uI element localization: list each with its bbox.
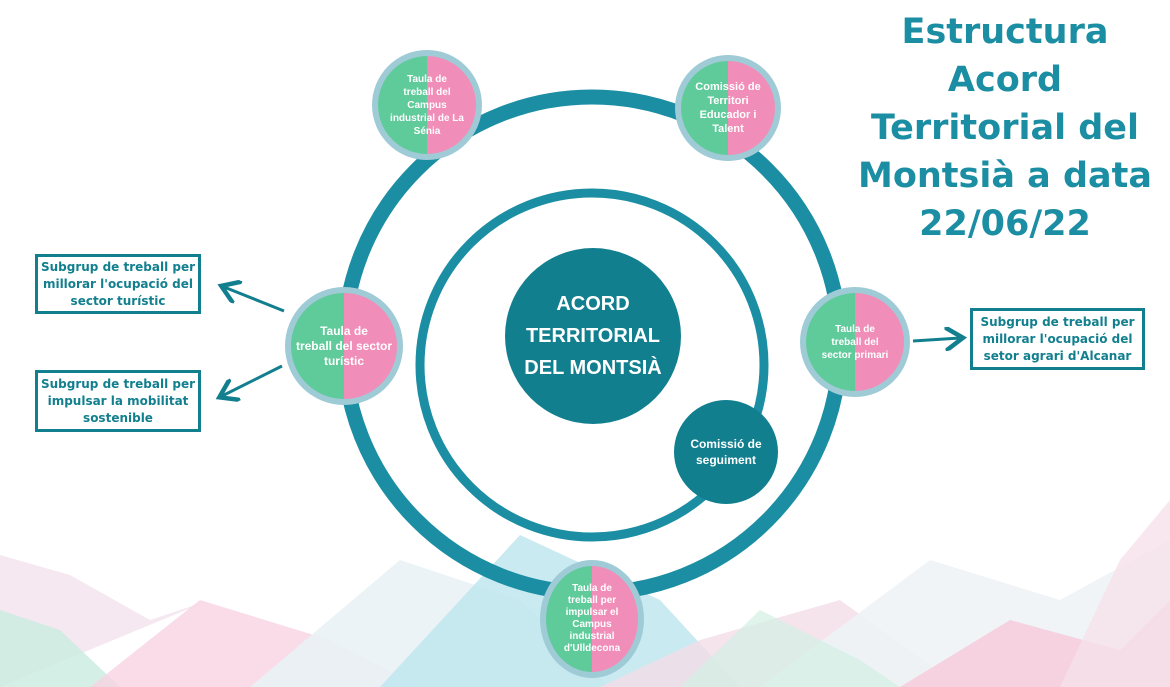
center-acord-territorial: ACORD TERRITORIAL DEL MONTSIÀ [505,248,681,424]
arrow-to-subgroup-mobilitat [222,364,283,396]
subgroup-box-mobilitat: Subgrup de treball per impulsar la mobil… [35,370,201,432]
subgroup-box-agrari: Subgrup de treball per millorar l'ocupac… [970,308,1145,370]
node-campus-senia: Taula de treball del Campus industrial d… [372,50,482,160]
node-sector-primari: Taula de treball del sector primari [800,287,910,397]
arrow-to-subgroup-turistic [224,287,285,313]
node-sector-turistic: Taula de treball del sector turístic [285,287,403,405]
comissio-seguiment-node: Comissió de seguiment [674,400,778,504]
inner-ring [415,188,769,542]
node-territori-educador: Comissió de Territori Educador i Talent [675,55,781,161]
subgroup-box-turistic: Subgrup de treball per millorar l'ocupac… [35,254,201,314]
node-campus-ulldecona: Taula de treball per impulsar el Campus … [540,560,644,678]
diagram-title: Estructura Acord Territorial del Montsià… [858,12,1152,244]
arrow-to-subgroup-agrari [912,338,960,341]
